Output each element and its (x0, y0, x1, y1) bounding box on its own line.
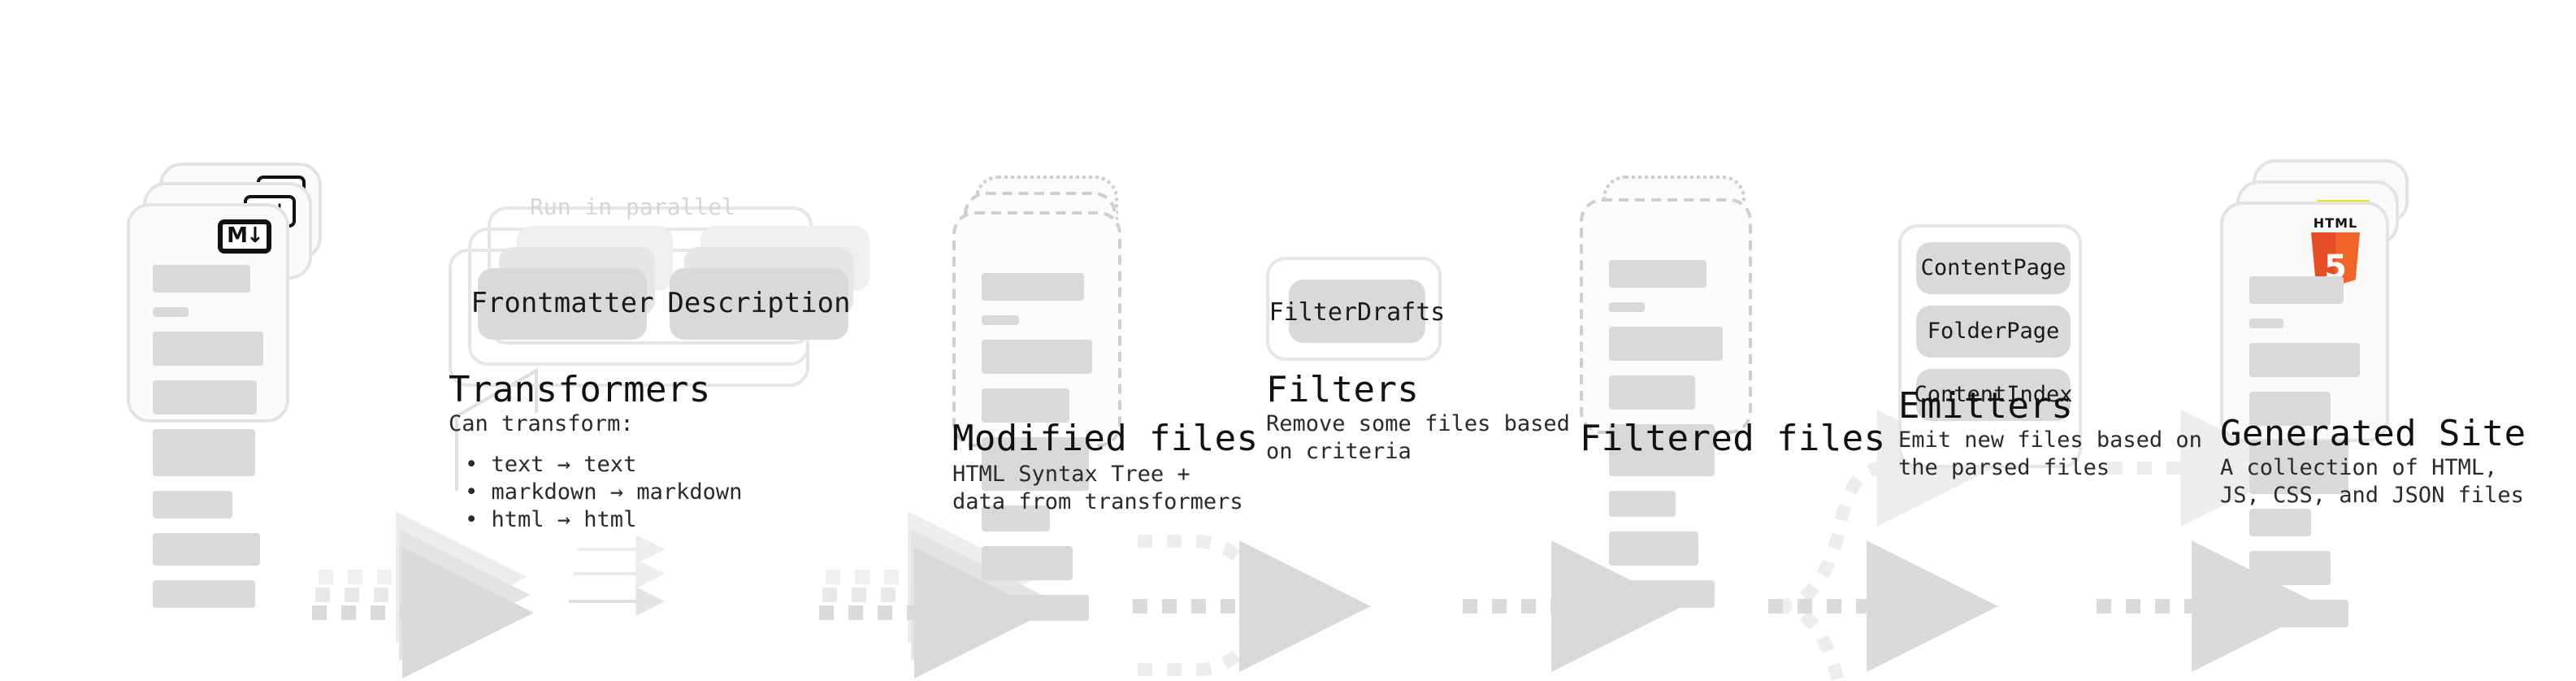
doc-line (153, 332, 263, 366)
doc-line (982, 505, 1051, 531)
doc-line (2249, 343, 2360, 377)
doc-line (982, 437, 1089, 491)
chip-contentpage[interactable]: ContentPage (1916, 242, 2071, 294)
doc-line (982, 595, 1089, 621)
doc-line (2249, 509, 2312, 536)
doc-line (1609, 580, 1715, 608)
filters-title: Filters (1266, 371, 1420, 411)
markdown-badge-icon: M↓ (218, 219, 271, 254)
doc-line (1609, 302, 1645, 312)
doc-line-group (982, 273, 1092, 635)
transformer-internal-arrows (569, 535, 666, 616)
generated-site-title: Generated Site (2220, 414, 2526, 455)
doc-line (153, 307, 189, 317)
emitters-group-box: ContentPage FolderPage ContentIndex (1898, 224, 2082, 468)
chip-filterdrafts[interactable]: FilterDrafts (1269, 280, 1445, 343)
arrow-filtered-to-emitters (1768, 410, 1998, 681)
doc-line (2249, 600, 2348, 627)
chip-folderpage[interactable]: FolderPage (1916, 306, 2071, 358)
doc-line (1609, 375, 1696, 410)
emitters-title: Emitters (1898, 387, 2074, 427)
modified-files-title: Modified files (952, 419, 1259, 460)
modified-card-front (952, 211, 1121, 621)
transformers-bullets: • text → text • markdown → markdown • ht… (465, 452, 743, 533)
chip-description[interactable]: Description (667, 268, 851, 340)
run-in-parallel-label: Run in parallel (530, 195, 735, 221)
doc-line (982, 340, 1092, 374)
doc-line (2249, 551, 2331, 585)
markdown-card-front: M↓ (127, 203, 289, 608)
filters-group-box: FilterDrafts (1266, 257, 1445, 361)
modified-files-subtitle: HTML Syntax Tree + data from transformer… (952, 462, 1243, 515)
doc-line (153, 429, 256, 476)
doc-line (1609, 327, 1723, 361)
doc-line (153, 533, 260, 566)
doc-line-group (1609, 260, 1723, 622)
doc-line (2249, 276, 2344, 304)
site-card-html: HTML 5 (2220, 202, 2389, 627)
chip-frontmatter[interactable]: Frontmatter (471, 268, 654, 340)
doc-line (153, 580, 256, 608)
arrow-transformers-to-modified (819, 511, 1046, 679)
doc-line (2249, 319, 2283, 328)
chip-contentindex[interactable]: ContentIndex (1914, 369, 2073, 421)
doc-line (1609, 491, 1676, 517)
doc-line (2249, 440, 2348, 494)
doc-line (2249, 392, 2331, 426)
transformers-subtitle: Can transform: (449, 411, 634, 437)
doc-line (153, 491, 232, 518)
doc-line (1609, 531, 1698, 566)
arrow-modified-to-filters (1133, 535, 1371, 676)
filters-subtitle: Remove some files based on criteria (1266, 411, 1570, 465)
transformers-title: Transformers (449, 371, 711, 411)
doc-line (1609, 260, 1706, 288)
doc-line (982, 388, 1070, 423)
arrow-emitters-to-site (2097, 410, 2323, 672)
filtered-files-title: Filtered files (1580, 419, 1886, 460)
doc-line (1609, 424, 1715, 476)
arrow-markdown-to-transformers (312, 511, 534, 679)
doc-line-group (153, 265, 263, 622)
html5-badge-word: HTML (2313, 216, 2358, 231)
doc-line (982, 273, 1084, 301)
doc-line (153, 265, 250, 293)
filtered-card-front (1580, 198, 1752, 608)
doc-line-group (2249, 276, 2360, 642)
doc-line (982, 315, 1019, 325)
generated-site-subtitle: A collection of HTML, JS, CSS, and JSON … (2220, 455, 2524, 509)
doc-line (982, 546, 1073, 580)
doc-line (153, 380, 257, 414)
emitters-subtitle: Emit new files based on the parsed files (1898, 427, 2202, 481)
